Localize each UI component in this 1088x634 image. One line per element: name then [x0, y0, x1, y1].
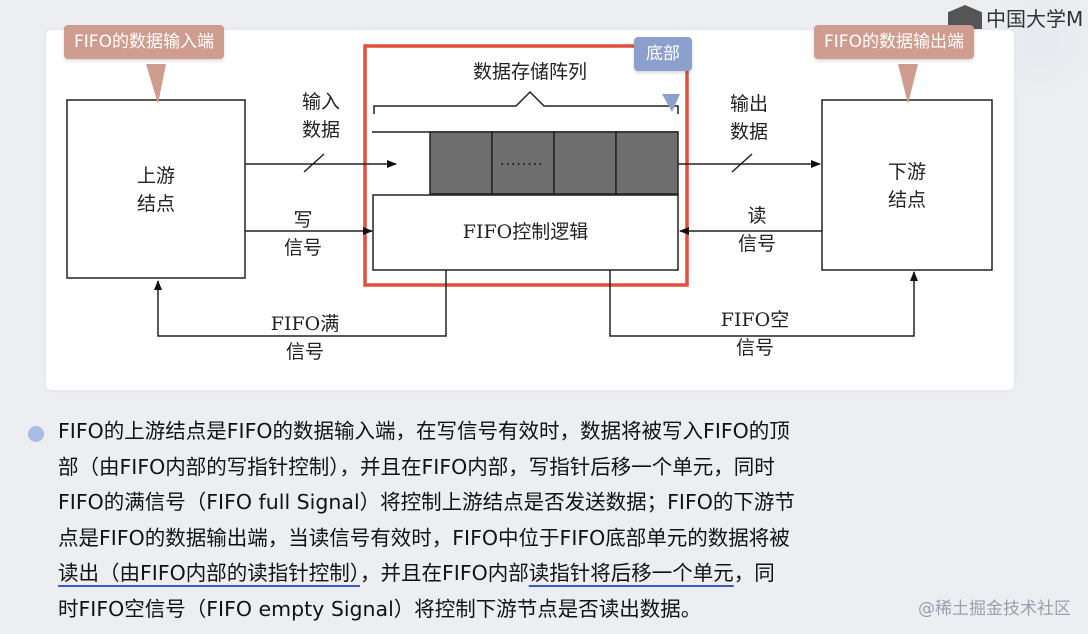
paragraph-line: 点是FIFO的数据输出端，当读信号有效时，FIFO中位于FIFO底部单元的数据将…	[58, 525, 790, 550]
output-bus-slash	[731, 153, 753, 173]
memory-cell	[615, 131, 679, 195]
control-logic-label: FIFO控制逻辑	[462, 221, 589, 243]
callout-pointer	[146, 64, 166, 104]
explanation-paragraph: FIFO的上游结点是FIFO的数据输入端，在写信号有效时，数据将被写入FIFO的…	[58, 414, 1058, 627]
output-data-label: 输出 数据	[729, 93, 768, 143]
underlined-text: 读出	[58, 561, 99, 585]
mooc-logo: 中国大学M	[948, 2, 1083, 32]
callout-pointer	[898, 64, 918, 104]
paragraph-line: FIFO的满信号（FIFO full Signal）将控制上游结点是否发送数据；…	[58, 490, 795, 514]
empty-signal-label: FIFO空 信号	[720, 309, 790, 359]
paragraph-line: 部（由FIFO内部的写指针控制），并且在FIFO内部，写指针后移一个单元，同时	[58, 454, 775, 479]
input-data-label: 输入 数据	[301, 91, 340, 141]
paragraph-line: 时FIFO空信号（FIFO empty Signal）将控制下游节点是否读出数据…	[58, 596, 702, 621]
output-end-callout: FIFO的数据输出端	[814, 25, 974, 59]
memory-cell	[429, 131, 493, 195]
read-signal-label: 读 信号	[737, 205, 776, 255]
full-signal-path	[154, 270, 447, 337]
empty-signal-path	[609, 270, 918, 337]
highlight-frame	[363, 44, 689, 287]
paragraph-text: ，同	[733, 561, 775, 585]
bullet-icon	[28, 426, 44, 442]
paragraph-line: 读出（由FIFO内部的读指针控制），并且在FIFO内部读指针将后移一个单元，同	[58, 556, 1058, 592]
input-bus-slash	[303, 153, 325, 173]
downstream-node-label: 下游 结点	[887, 161, 926, 211]
underlined-text: 读指针将后移一个单元	[528, 561, 734, 585]
memory-array-label: 数据存储阵列	[472, 61, 587, 83]
control-logic-box	[372, 194, 679, 271]
upstream-box	[66, 99, 246, 279]
full-signal-label: FIFO满 信号	[270, 313, 340, 363]
watermark: @稀土掘金技术社区	[918, 599, 1071, 619]
downstream-box	[821, 99, 993, 271]
memory-cell	[553, 131, 617, 195]
logo-text: 中国大学M	[986, 6, 1084, 31]
paragraph-text: ，并且在FIFO内部	[360, 561, 529, 585]
write-signal-label: 写 信号	[283, 209, 322, 259]
underlined-text: （由FIFO内部的读指针控制）	[99, 561, 361, 585]
cell-ellipsis: ........	[500, 153, 544, 169]
bottom-callout: 底部	[634, 37, 692, 71]
input-end-callout: FIFO的数据输入端	[64, 25, 224, 59]
array-brace	[373, 90, 679, 114]
memory-cell	[491, 131, 555, 195]
paragraph-line: FIFO的上游结点是FIFO的数据输入端，在写信号有效时，数据将被写入FIFO的…	[58, 419, 790, 443]
upstream-node-label: 上游 结点	[136, 165, 175, 215]
callout-pointer	[662, 94, 680, 112]
